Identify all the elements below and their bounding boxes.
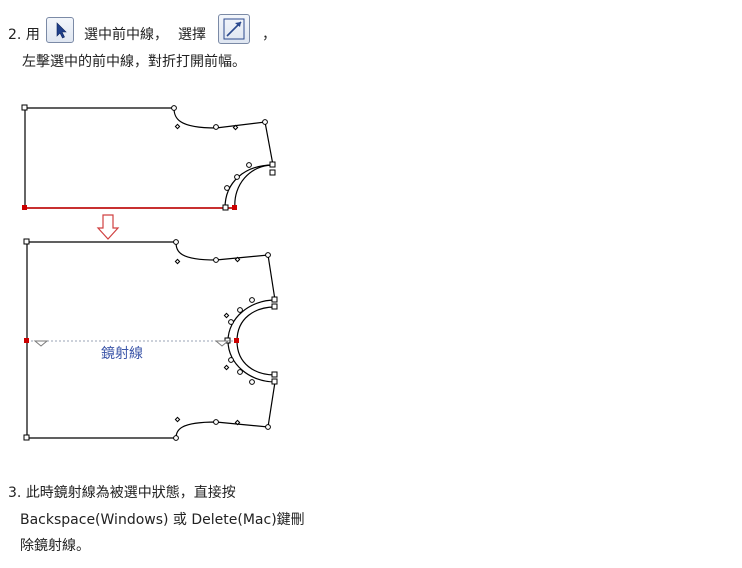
step3-text: 此時鏡射線為被選中狀態，直接按 [25,485,236,501]
point [213,419,219,425]
point [174,258,181,265]
mirror-tool-button[interactable] [218,14,250,44]
handle [23,238,30,245]
point [174,123,181,130]
point [173,435,179,441]
step3-line1: 3. 此時鏡射線為被選中狀態，直接按 [8,482,236,502]
mirror-tool-icon [223,18,245,40]
pattern-figure [21,104,278,441]
point [265,424,271,430]
point [262,119,268,125]
handle [271,371,278,378]
point [223,364,230,371]
point [265,252,271,258]
point [174,416,181,423]
step2-select-center: 選中前中線， [84,27,168,43]
step3-line2: Backspace(Windows) 或 Delete(Mac)鍵刪 [20,512,305,528]
handle [232,205,237,210]
mirror-marker [214,340,230,347]
point [171,105,177,111]
handle [234,338,239,343]
handle [271,378,278,385]
mirror-marker [33,340,49,347]
point [249,297,255,303]
down-arrow-icon [96,214,120,240]
step2-line1: 2. 用 [8,24,40,44]
select-tool-button[interactable] [46,17,74,43]
handle [271,296,278,303]
handle [269,169,276,176]
point [232,124,239,131]
point [246,162,252,168]
point [224,185,230,191]
point [234,419,241,426]
front-half-piece [24,107,274,209]
handle [21,104,28,111]
point [234,256,241,263]
point [237,307,243,313]
point [173,239,179,245]
point [223,312,230,319]
point [249,379,255,385]
step3-number: 3. [8,485,22,501]
point [234,174,240,180]
point [237,369,243,375]
handle [269,161,276,168]
point [213,124,219,130]
handle [23,434,30,441]
step2-text-use: 用 [25,27,40,43]
handle [24,338,29,343]
arrow-select-icon [56,22,67,39]
handle [271,303,278,310]
handle [222,204,229,211]
step2-number: 2. [8,27,22,43]
step2-line2: 左擊選中的前中線，對折打開前幅。 [22,54,246,70]
point [228,357,234,363]
step3-line3: 除鏡射線。 [20,538,90,554]
mirror-line-label: 鏡射線 [101,346,143,362]
step2-choose: 選擇 [178,27,206,43]
point [213,257,219,263]
point [228,319,234,325]
handle [22,205,27,210]
step2-comma: ， [262,27,276,43]
